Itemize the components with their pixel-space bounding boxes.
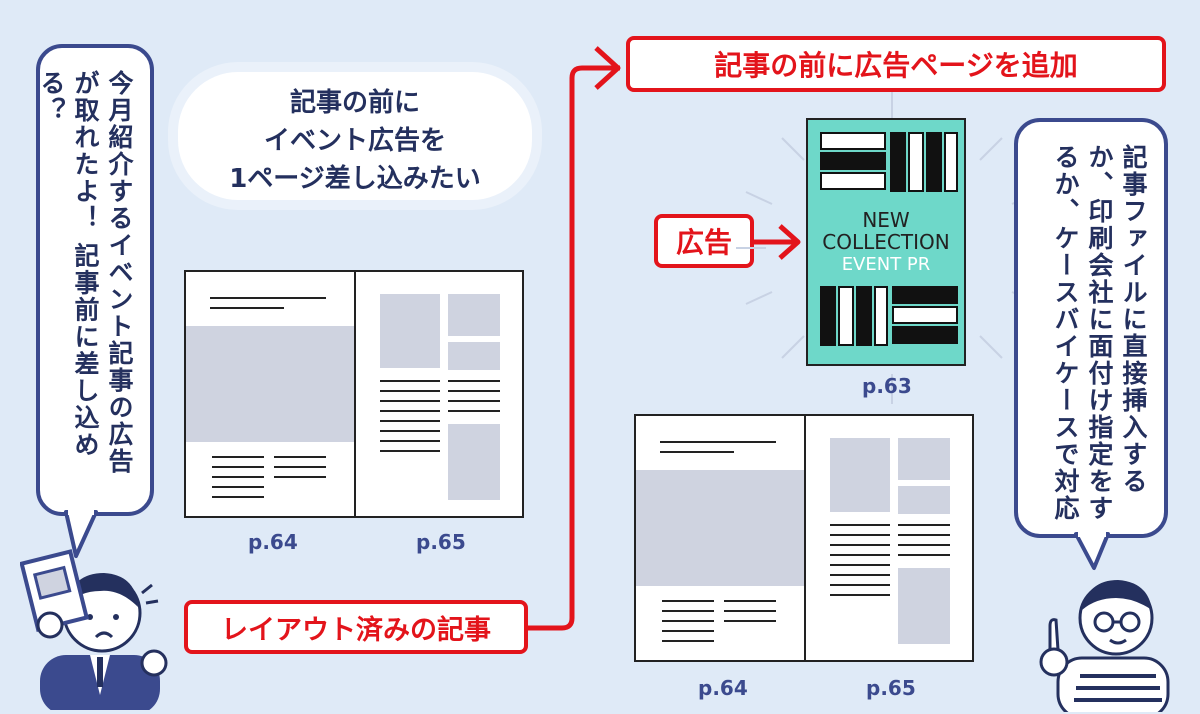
left-spread-page-65-label: p.65 — [416, 530, 466, 554]
left-spread-page-64 — [184, 270, 356, 518]
left-bubble-tail — [64, 510, 98, 558]
ad-arrow-icon — [754, 224, 801, 260]
cloud-line-3: 1ページ差し込みたい — [229, 164, 481, 194]
ad-label: 広告 — [654, 214, 754, 268]
cloud-line-1: 記事の前に — [289, 88, 420, 118]
cloud-line-2: イベント広告を — [263, 126, 446, 156]
laid-out-article-label: レイアウト済みの記事 — [184, 600, 528, 654]
ad-page: NEW COLLECTION EVENT PR — [806, 118, 966, 366]
right-spread-page-64 — [634, 414, 806, 662]
person-with-glasses-icon — [1039, 580, 1170, 712]
ad-text-collection: COLLECTION — [822, 230, 950, 254]
right-spread-page-65 — [804, 414, 974, 662]
right-bubble-text: 記事ファイルに直接挿入するか、印刷会社に面付け指定をするか、ケースバイケースで対… — [1051, 144, 1148, 522]
ad-page-label: p.63 — [862, 374, 912, 398]
add-ad-page-label: 記事の前に広告ページを追加 — [626, 36, 1166, 92]
person-holding-document-icon — [20, 549, 168, 710]
ad-text-event-pr: EVENT PR — [841, 254, 931, 275]
left-spread-page-64-label: p.64 — [248, 530, 298, 554]
right-bubble-tail — [1074, 532, 1110, 570]
left-spread-page-65 — [354, 270, 524, 518]
ad-text-new: NEW — [862, 208, 910, 232]
right-spread-page-64-label: p.64 — [698, 676, 748, 700]
left-bubble-text: 今月紹介するイベント記事の広告が取れたよ！ 記事前に差し込める？ — [37, 70, 134, 475]
right-spread-page-65-label: p.65 — [866, 676, 916, 700]
left-speech-bubble: 今月紹介するイベント記事の広告が取れたよ！ 記事前に差し込める？ — [36, 44, 154, 516]
thought-cloud: 記事の前に イベント広告を 1ページ差し込みたい — [178, 72, 532, 200]
right-speech-bubble: 記事ファイルに直接挿入するか、印刷会社に面付け指定をするか、ケースバイケースで対… — [1014, 118, 1168, 538]
